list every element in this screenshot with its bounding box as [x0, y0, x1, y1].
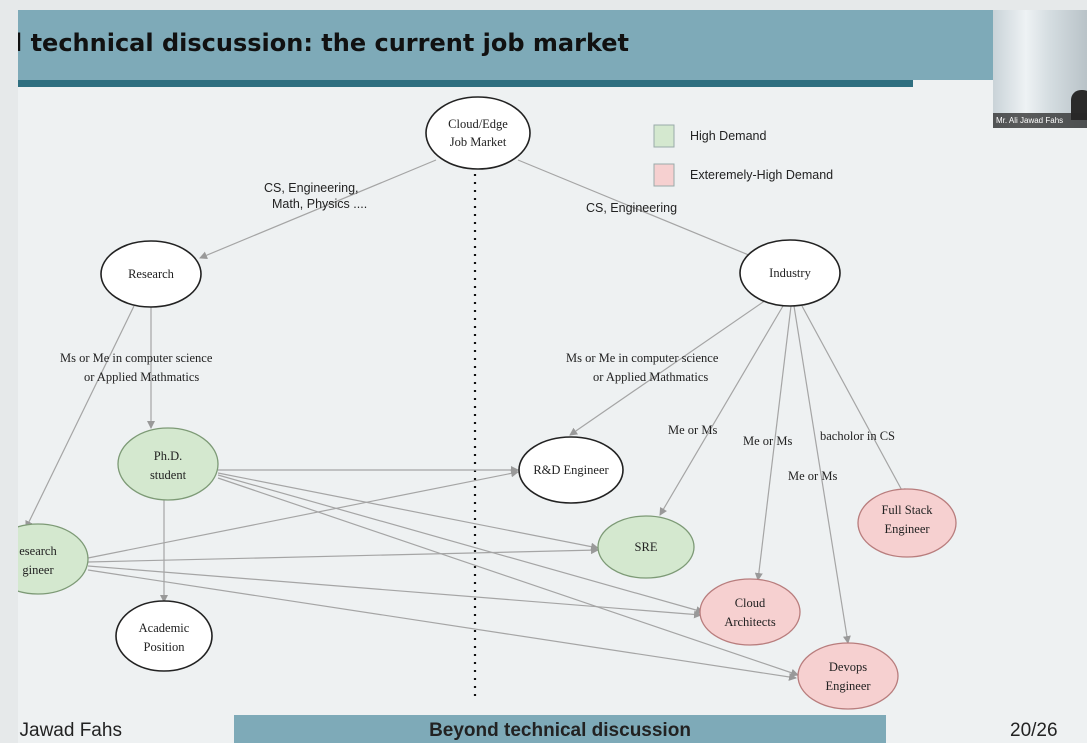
edge-industry-devops — [793, 305, 851, 644]
label-sre-req: Me or Ms — [668, 423, 717, 437]
node-industry: Industry — [739, 239, 841, 307]
edge-phd-sre — [217, 472, 599, 551]
node-academic: Academic Position — [115, 600, 213, 672]
node-devops-line2: Engineer — [825, 679, 871, 693]
node-research-label: Research — [128, 267, 175, 281]
node-phd-line2: student — [150, 468, 187, 482]
footer-title: Beyond technical discussion — [429, 720, 691, 741]
edge-market-industry — [517, 159, 757, 260]
node-devops-line1: Devops — [829, 660, 867, 674]
slide-header — [18, 10, 1087, 80]
node-cloud-architects: Cloud Architects — [699, 578, 801, 646]
node-phd-line1: Ph.D. — [154, 449, 182, 463]
label-research-req-1: CS, Engineering, — [264, 181, 359, 195]
webcam-overlay[interactable]: Mr. Ali Jawad Fahs — [993, 10, 1087, 128]
legend-extreme-label: Exteremely-High Demand — [690, 168, 833, 182]
node-market: Cloud/Edge Job Market — [425, 96, 531, 170]
node-market-line2: Job Market — [450, 135, 507, 149]
webcam-name-label: Mr. Ali Jawad Fahs — [993, 113, 1087, 128]
page-number: 20/26 — [1010, 720, 1058, 741]
node-rd-label: R&D Engineer — [533, 463, 609, 477]
edge-market-research — [199, 159, 437, 260]
edge-reseng-sre — [87, 546, 599, 563]
node-rd: R&D Engineer — [518, 436, 624, 504]
node-research: Research — [100, 240, 202, 308]
label-research-req-2: Math, Physics .... — [272, 197, 367, 211]
edge-industry-cloud — [754, 305, 792, 581]
node-cloud-line2: Architects — [724, 615, 776, 629]
label-industry-ms-1: Ms or Me in computer science — [566, 351, 719, 365]
label-industry-ms-2: or Applied Mathmatics — [593, 370, 708, 384]
label-research-ms-2: or Applied Mathmatics — [84, 370, 199, 384]
node-fullstack-line1: Full Stack — [881, 503, 933, 517]
edge-reseng-cloud — [87, 565, 702, 619]
career-diagram: CS, Engineering, Math, Physics .... CS, … — [18, 96, 957, 710]
edge-phd-cloud — [217, 474, 704, 614]
node-phd: Ph.D. student — [117, 427, 219, 501]
footer-center-bar — [234, 715, 886, 743]
edge-industry-sre — [659, 305, 784, 516]
legend-high-label: High Demand — [690, 129, 766, 143]
legend-high-swatch — [653, 124, 675, 148]
node-market-line1: Cloud/Edge — [448, 117, 508, 131]
edge-industry-fullstack — [801, 305, 906, 497]
node-sre: SRE — [597, 515, 695, 579]
label-industry-req: CS, Engineering — [586, 201, 677, 215]
slide-title: l technical discussion: the current job … — [18, 29, 630, 57]
slide-footer: i Jawad Fahs Beyond technical discussion… — [18, 715, 1087, 743]
node-reseng-line2: gineer — [22, 563, 54, 577]
node-research-engineer: esearch gineer — [18, 523, 89, 595]
node-sre-label: SRE — [635, 540, 658, 554]
node-devops: Devops Engineer — [797, 642, 899, 710]
header-rule — [18, 80, 913, 87]
node-academic-line1: Academic — [139, 621, 190, 635]
node-full-stack: Full Stack Engineer — [857, 488, 957, 558]
node-academic-line2: Position — [144, 640, 186, 654]
legend-extreme-swatch — [653, 163, 675, 187]
edge-industry-rd — [569, 299, 767, 436]
label-fullstack-req: bacholor in CS — [820, 429, 895, 443]
node-reseng-line1: esearch — [19, 544, 57, 558]
node-fullstack-line2: Engineer — [884, 522, 930, 536]
label-cloud-req: Me or Ms — [743, 434, 792, 448]
label-devops-req: Me or Ms — [788, 469, 837, 483]
slide: l technical discussion: the current job … — [18, 10, 1087, 743]
edge-phd-devops — [217, 477, 799, 677]
edge-research-reseng — [25, 305, 135, 529]
edge-reseng-rd — [87, 469, 519, 559]
label-research-ms-1: Ms or Me in computer science — [60, 351, 213, 365]
webcam-person — [1071, 90, 1087, 120]
footer-author: i Jawad Fahs — [18, 720, 122, 741]
node-industry-label: Industry — [769, 266, 811, 280]
edge-reseng-devops — [87, 569, 797, 681]
node-cloud-line1: Cloud — [735, 596, 766, 610]
